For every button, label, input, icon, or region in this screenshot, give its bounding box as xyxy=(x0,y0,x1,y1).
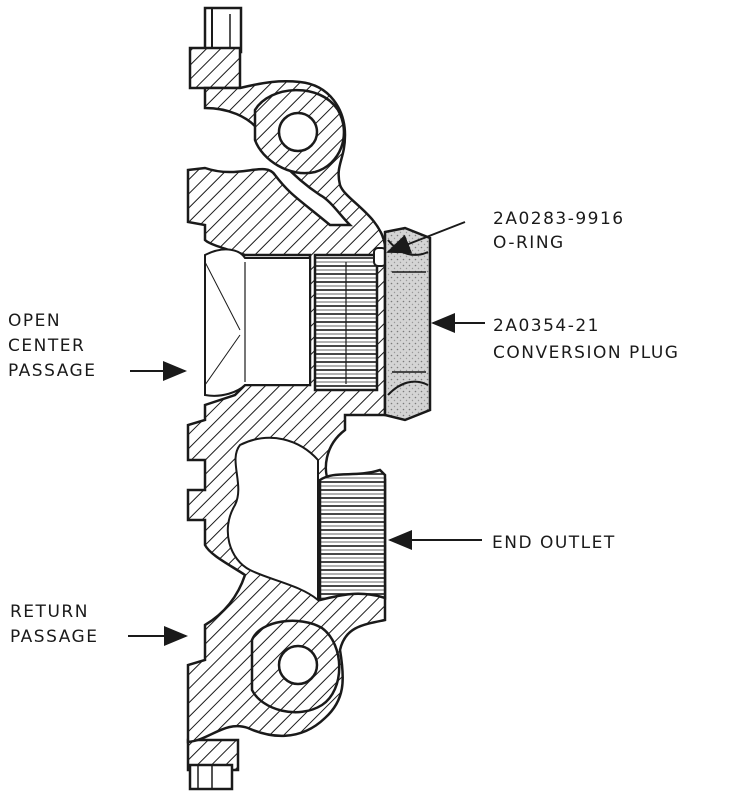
plug-label: CONVERSION PLUG xyxy=(493,343,680,363)
top-bolt xyxy=(188,6,243,90)
open-center-label-line3: PASSAGE xyxy=(8,361,97,381)
end-outlet-label: END OUTLET xyxy=(492,533,616,553)
top-mounting-hole xyxy=(277,111,319,153)
return-label-line2: PASSAGE xyxy=(10,627,99,647)
return-label-line1: RETURN xyxy=(10,602,89,622)
open-center-label-line1: OPEN xyxy=(8,311,62,331)
bottom-mounting-hole xyxy=(277,644,319,686)
oring-label: O-RING xyxy=(493,233,565,253)
bottom-mounting-boss xyxy=(250,619,341,714)
oring-part-number: 2A0283-9916 xyxy=(493,209,625,229)
end-outlet-port xyxy=(226,436,387,603)
open-center-label-line2: CENTER xyxy=(8,336,86,356)
plug-part-number: 2A0354-21 xyxy=(493,316,600,336)
top-mounting-boss xyxy=(253,88,346,175)
oring-leader-line xyxy=(386,221,466,254)
bottom-bolt xyxy=(186,738,240,791)
conversion-plug xyxy=(383,226,432,422)
open-center-cavity xyxy=(204,248,311,397)
